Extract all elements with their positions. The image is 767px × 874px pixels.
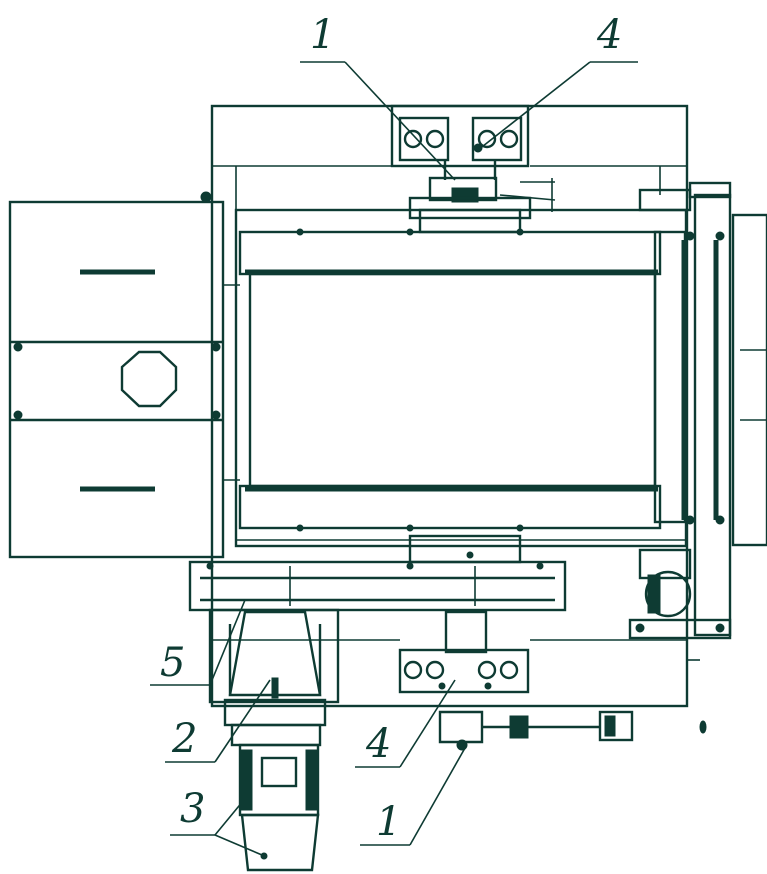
callout-3: 3 <box>180 786 205 832</box>
machine-frame <box>210 104 689 708</box>
right-roller-assembly <box>628 181 767 661</box>
callout-4-bottom: 4 <box>365 721 391 767</box>
top-bracket <box>390 104 556 234</box>
callout-5: 5 <box>160 640 185 686</box>
bottom-bracket <box>398 610 707 751</box>
octagon-port-icon <box>120 350 178 408</box>
left-drive-box <box>8 191 240 559</box>
callout-1-bottom: 1 <box>376 799 401 845</box>
conveyor-belt <box>234 208 688 548</box>
leader-lines <box>150 61 638 856</box>
gearbox-motor <box>208 608 340 872</box>
bottom-rail <box>188 534 567 612</box>
callout-2: 2 <box>171 716 197 762</box>
callout-4-top: 4 <box>596 12 622 58</box>
callout-1-top: 1 <box>310 12 335 58</box>
